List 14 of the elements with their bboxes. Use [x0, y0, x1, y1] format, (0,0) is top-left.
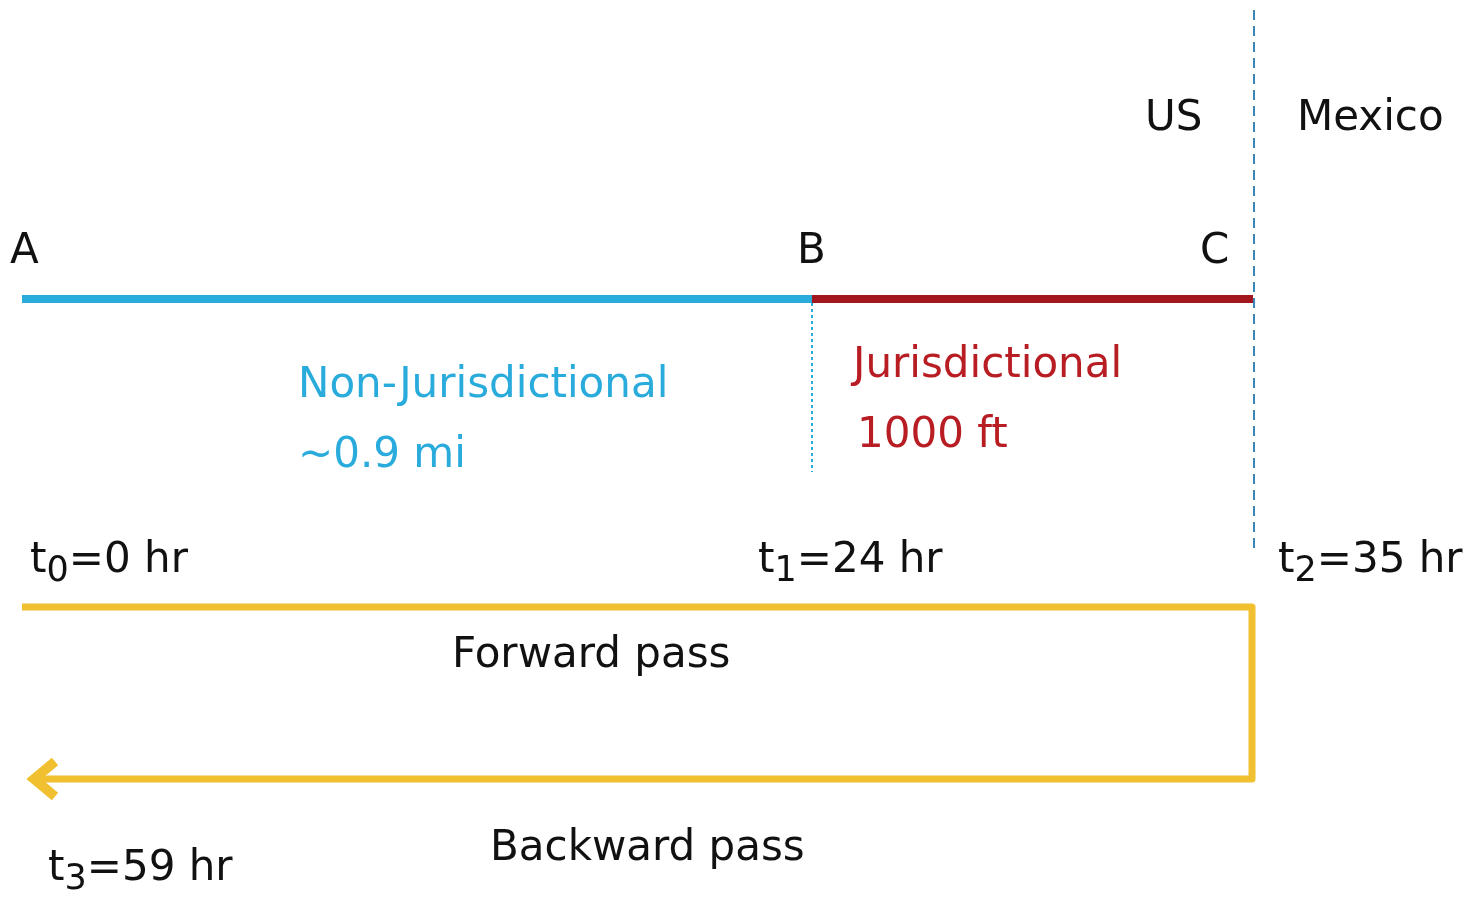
time-label: t$_{1}$=24 hr	[758, 534, 943, 590]
point-label: B	[797, 225, 826, 274]
pass-label: Backward pass	[490, 822, 805, 871]
place-label: US	[1145, 92, 1203, 141]
segment-label: ~0.9 mi	[298, 429, 466, 478]
point-label: C	[1200, 225, 1230, 274]
time-label: t$_{0}$=0 hr	[30, 534, 188, 590]
segment-label: 1000 ft	[857, 409, 1008, 458]
time-label: t$_{2}$=35 hr	[1278, 534, 1463, 590]
time-label: t$_{3}$=59 hr	[48, 842, 233, 898]
place-label: Mexico	[1297, 92, 1444, 141]
pass-label: Forward pass	[452, 629, 731, 678]
point-label: A	[10, 225, 39, 274]
segment-label: Non-Jurisdictional	[298, 359, 669, 408]
